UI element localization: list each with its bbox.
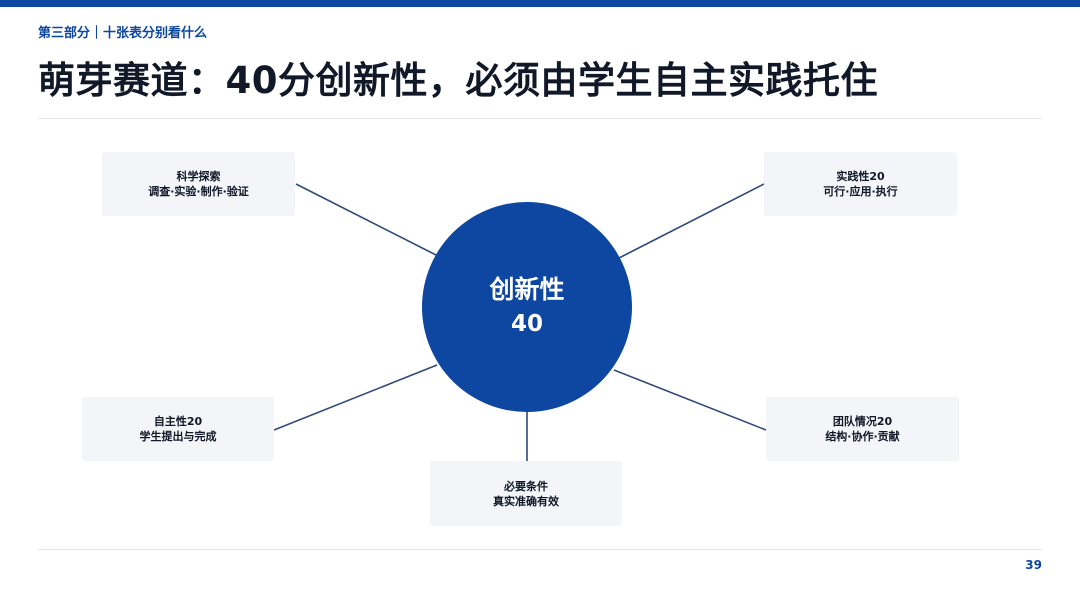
title-divider: [38, 118, 1042, 119]
node-required-conditions: 必要条件 真实准确有效: [430, 461, 622, 526]
node-science-exploration: 科学探索 调查·实验·制作·验证: [102, 152, 295, 216]
connector-autonomy: [273, 364, 438, 431]
node-required-detail: 真实准确有效: [493, 494, 559, 508]
node-practice-detail: 可行·应用·执行: [823, 185, 898, 198]
node-practice-title: 实践性20: [836, 170, 885, 183]
connector-practice: [618, 183, 765, 259]
node-team-detail: 结构·协作·贡献: [825, 430, 900, 443]
node-practicality: 实践性20 可行·应用·执行: [764, 152, 957, 216]
node-required-title: 必要条件: [504, 479, 548, 493]
connector-science: [295, 183, 437, 256]
hub-score: 40: [510, 311, 543, 337]
node-science-detail: 调查·实验·制作·验证: [148, 185, 249, 198]
page-number: 39: [1025, 558, 1042, 572]
top-accent-bar: [0, 0, 1080, 7]
node-team: 团队情况20 结构·协作·贡献: [766, 397, 959, 461]
connector-team: [613, 369, 767, 431]
section-label: 第三部分｜十张表分别看什么: [38, 26, 208, 41]
footer-divider: [38, 549, 1042, 550]
node-team-title: 团队情况20: [832, 415, 893, 428]
node-autonomy-detail: 学生提出与完成: [139, 430, 217, 443]
hub-innovation-circle: 创新性 40: [422, 202, 632, 412]
node-science-title: 科学探索: [176, 170, 221, 183]
page-title: 萌芽赛道：40分创新性，必须由学生自主实践托住: [38, 59, 878, 102]
node-autonomy-title: 自主性20: [153, 415, 203, 428]
hub-title: 创新性: [489, 275, 565, 304]
node-autonomy: 自主性20 学生提出与完成: [82, 397, 274, 461]
